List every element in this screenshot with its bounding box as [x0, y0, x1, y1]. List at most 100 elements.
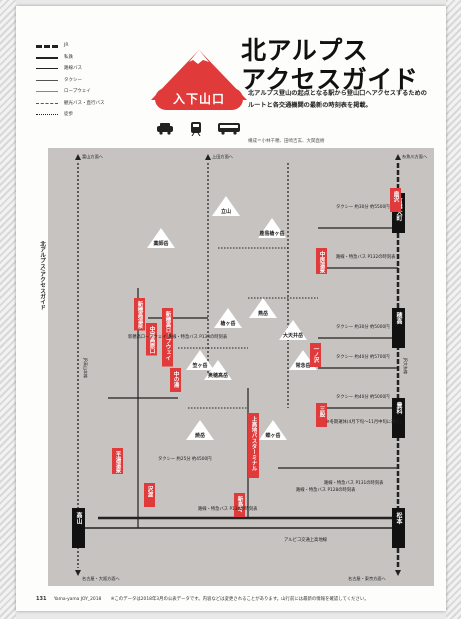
trailhead-label: 新穂高ロープウェイ: [165, 310, 172, 361]
legend-line-sample: [36, 79, 58, 81]
trailhead-box: [248, 413, 259, 478]
rail-line-label: JR大糸線: [403, 357, 409, 374]
mountain-peak-icon: [249, 298, 277, 318]
legend-label: ロープウェイ: [64, 89, 91, 94]
station-label: 穂高: [395, 311, 402, 325]
route-note: 路線・特急バス P130の時刻表: [198, 505, 258, 512]
route-note: 新穂高ロープウェイ 路線・特急バス P133の時刻表: [128, 333, 228, 340]
legend-row: 徒歩: [36, 110, 156, 120]
direction-label: 糸魚川方面へ: [402, 153, 427, 160]
legend-label: 私鉄: [64, 54, 73, 60]
access-map: 富山方面へ 上田方面へ 糸魚川方面へ名古屋・大阪方面へ 名古屋・東京方面へ JR高山本線…: [48, 148, 434, 586]
title-line-1: 北アルプス: [241, 36, 369, 65]
legend-row: JR: [36, 41, 156, 51]
legend-line-sample: [36, 114, 58, 115]
mountain-peak-icon: [214, 308, 242, 328]
legend-line-sample: [36, 91, 58, 92]
magazine-page: JR 私鉄路線バスタクシーロープウェイ観光バス・直行バス徒歩 入下山口 北アルプス…: [16, 6, 446, 611]
station-label: 高山: [75, 511, 82, 525]
up-arrow-icon: [75, 154, 81, 160]
intro-text: 北アルプス登山の起点となる駅から登山口へアクセスするためのルートと各交通機関の最…: [248, 90, 427, 109]
up-arrow-icon: [205, 154, 211, 160]
route-note: 路線・特急バス P132の時刻表: [336, 253, 396, 260]
trailhead-box: [234, 493, 245, 517]
legend-label: 観光バス・直行バス: [64, 100, 105, 106]
station-box: [392, 398, 405, 438]
legend-label: タクシー: [64, 77, 82, 83]
direction-label: 富山方面へ: [82, 153, 103, 160]
route-note: タクシー 約25分 約4500円: [158, 455, 212, 462]
station-box: [72, 508, 85, 548]
peak-label: 槍ヶ岳: [220, 320, 235, 327]
legend-line-sample: [36, 45, 58, 48]
trailhead-label: 中房温泉: [319, 250, 327, 275]
mountain-peak-icon: [186, 420, 214, 440]
legend-label: 路線バス: [64, 66, 82, 71]
page-edge-right: [446, 0, 461, 619]
route-note: アルピコ交通上高地線: [284, 536, 328, 543]
mountain-peak-icon: [204, 360, 232, 380]
mountain-peak-icon: [259, 420, 287, 440]
badge-trailhead: 入下山口: [155, 88, 243, 110]
trailhead-box: [310, 343, 321, 367]
side-section-label: 北アルプス/アクセスガイド: [39, 241, 45, 311]
legend-row: 路線バス: [36, 64, 156, 74]
peak-label: 奥穂高岳: [208, 372, 228, 379]
mountain-peak-icon: [212, 196, 240, 216]
mountain-peak-icon: [258, 218, 286, 238]
direction-label: 上田方面へ: [212, 153, 233, 160]
route-note: ※冬期運休(4月下旬〜11月中旬に運行): [326, 418, 402, 425]
page-edge-left: [0, 0, 16, 619]
direction-label: 名古屋・大阪方面へ: [82, 575, 120, 582]
trailhead-box: [170, 368, 181, 392]
trailhead-label: 新穂高温泉: [137, 300, 145, 330]
legend-row: ロープウェイ: [36, 87, 156, 97]
direction-label: 名古屋・東京方面へ: [348, 575, 386, 582]
trailhead-label: 扇沢: [393, 190, 400, 204]
trailhead-box: [112, 448, 123, 474]
route-note: タクシー 約40分 約5000円: [336, 393, 390, 400]
peak-label: 常念岳: [295, 362, 310, 369]
mountain-peak-icon: [279, 320, 307, 340]
mountain-peak-icon: [186, 350, 214, 370]
down-arrow-icon: [395, 570, 401, 576]
station-label: 豊科: [395, 401, 402, 415]
peak-label: 立山: [221, 208, 231, 215]
car-icon: [157, 123, 173, 135]
legend-label: JR: [64, 43, 69, 48]
route-note: 路線・特急バス P128の時刻表: [296, 486, 356, 493]
trailhead-box: [316, 403, 327, 427]
trailhead-box: [134, 298, 145, 331]
page-title: 北アルプス アクセスガイド: [241, 36, 418, 94]
trailhead-label: 沢渡: [147, 485, 154, 499]
legend-line-sample: [36, 56, 58, 59]
route-note: タクシー 約30分 約5500円: [336, 203, 390, 210]
trailhead-label: 新島々: [237, 495, 244, 513]
legend-row: 観光バス・直行バス: [36, 99, 156, 109]
peak-label: 笠ヶ岳: [191, 362, 207, 369]
trailhead-box: [144, 483, 155, 507]
peak-label: 蝶ヶ岳: [265, 432, 280, 439]
legend-line-sample: [36, 102, 58, 104]
train-icon: [191, 122, 201, 136]
peak-label: 燕岳: [258, 310, 268, 317]
legend-row: 私鉄: [36, 53, 156, 63]
credit-text: 構成＝小林千穂、田崎吉玄、大関直樹: [248, 139, 325, 144]
trailhead-label: 上高地バスターミナル: [251, 415, 258, 472]
mountain-logo-icon: [151, 50, 247, 100]
legend-label: 徒歩: [64, 112, 73, 117]
peak-label: 大天井岳: [283, 332, 303, 339]
trailhead-label: 中尾高原口: [149, 325, 157, 355]
legend-row: タクシー: [36, 76, 156, 86]
peak-label: 薬師岳: [152, 240, 168, 247]
trailhead-box: [316, 248, 327, 274]
station-label: 松本: [395, 511, 402, 525]
trailhead-label: 三股: [319, 406, 326, 419]
magazine-name: Yama-yama JOY_2018: [53, 597, 102, 602]
route-note: タクシー 約30分 約5000円: [336, 323, 390, 330]
mountain-peak-icon: [147, 228, 175, 248]
down-arrow-icon: [75, 570, 81, 576]
rail-line-label: JR高山本線: [83, 357, 89, 378]
vehicle-icons: [156, 122, 276, 136]
